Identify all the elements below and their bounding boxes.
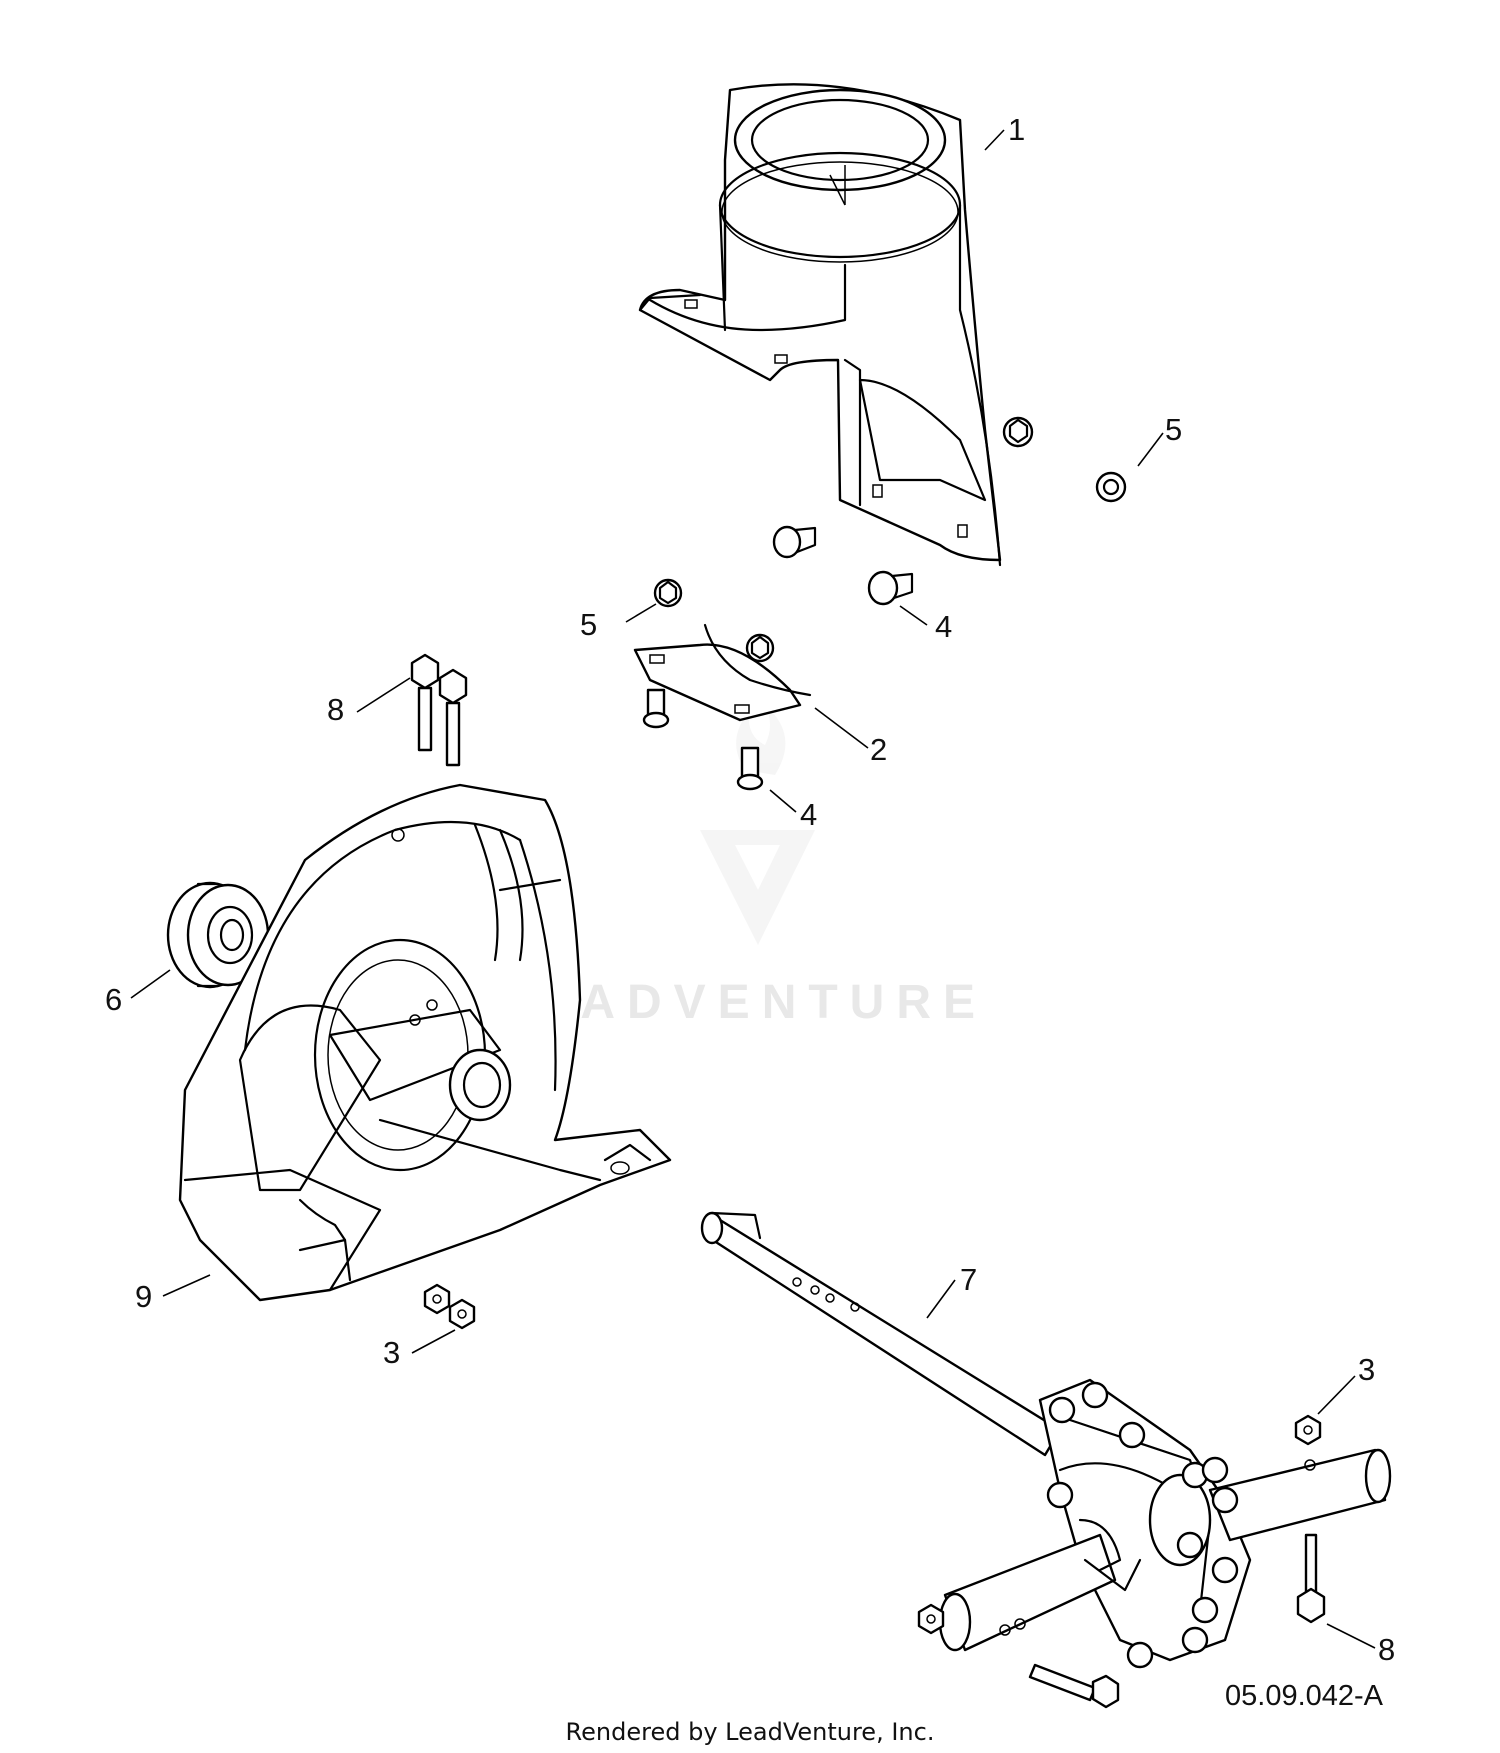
callout-3-left: 3: [383, 1335, 400, 1370]
flange-nut-5a: [1002, 416, 1034, 448]
gearbox-assembly: [938, 1378, 1392, 1669]
callout-5-right: 5: [1165, 412, 1182, 447]
hex-nut-3b: [448, 1298, 476, 1330]
callout-8-right: 8: [1378, 1632, 1395, 1667]
hex-bolt-8d: [1028, 1663, 1120, 1709]
callout-4-upper: 4: [935, 609, 952, 644]
callout-8-left: 8: [327, 692, 344, 727]
hex-nut-3d: [917, 1603, 945, 1635]
carriage-bolt-4a: [772, 525, 817, 559]
callout-2: 2: [870, 732, 887, 767]
callout-4-lower: 4: [800, 797, 817, 832]
hex-nut-3c: [1294, 1414, 1322, 1446]
carriage-bolt-4b: [867, 570, 914, 606]
discharge-chute-part-1: [638, 83, 1002, 567]
hex-bolt-8c: [1296, 1533, 1326, 1624]
hex-bolt-8b: [438, 668, 468, 767]
watermark-logo: [700, 705, 815, 945]
callout-9: 9: [135, 1279, 152, 1314]
auger-shaft-part-7: [700, 1211, 1062, 1457]
callout-6: 6: [105, 982, 122, 1017]
footer-credit: Rendered by LeadVenture, Inc.: [565, 1718, 935, 1746]
callout-7: 7: [960, 1262, 977, 1297]
flange-nut-5b: [1095, 471, 1127, 503]
carriage-bolt-4d: [736, 746, 764, 791]
hex-bolt-8a: [410, 653, 440, 752]
hex-nut-3a: [423, 1283, 451, 1315]
callout-1: 1: [1008, 112, 1025, 147]
flange-nut-5c: [653, 578, 683, 608]
drawing-code: 05.09.042-A: [1225, 1680, 1384, 1712]
bearing-part-6: [166, 881, 270, 989]
callout-5-left: 5: [580, 607, 597, 642]
callout-3-right: 3: [1358, 1352, 1375, 1387]
impeller-housing-part-9: [178, 783, 672, 1302]
carriage-bolt-4c: [642, 688, 670, 729]
leader-lines: [130, 129, 1376, 1649]
flange-nut-5d: [745, 633, 775, 663]
